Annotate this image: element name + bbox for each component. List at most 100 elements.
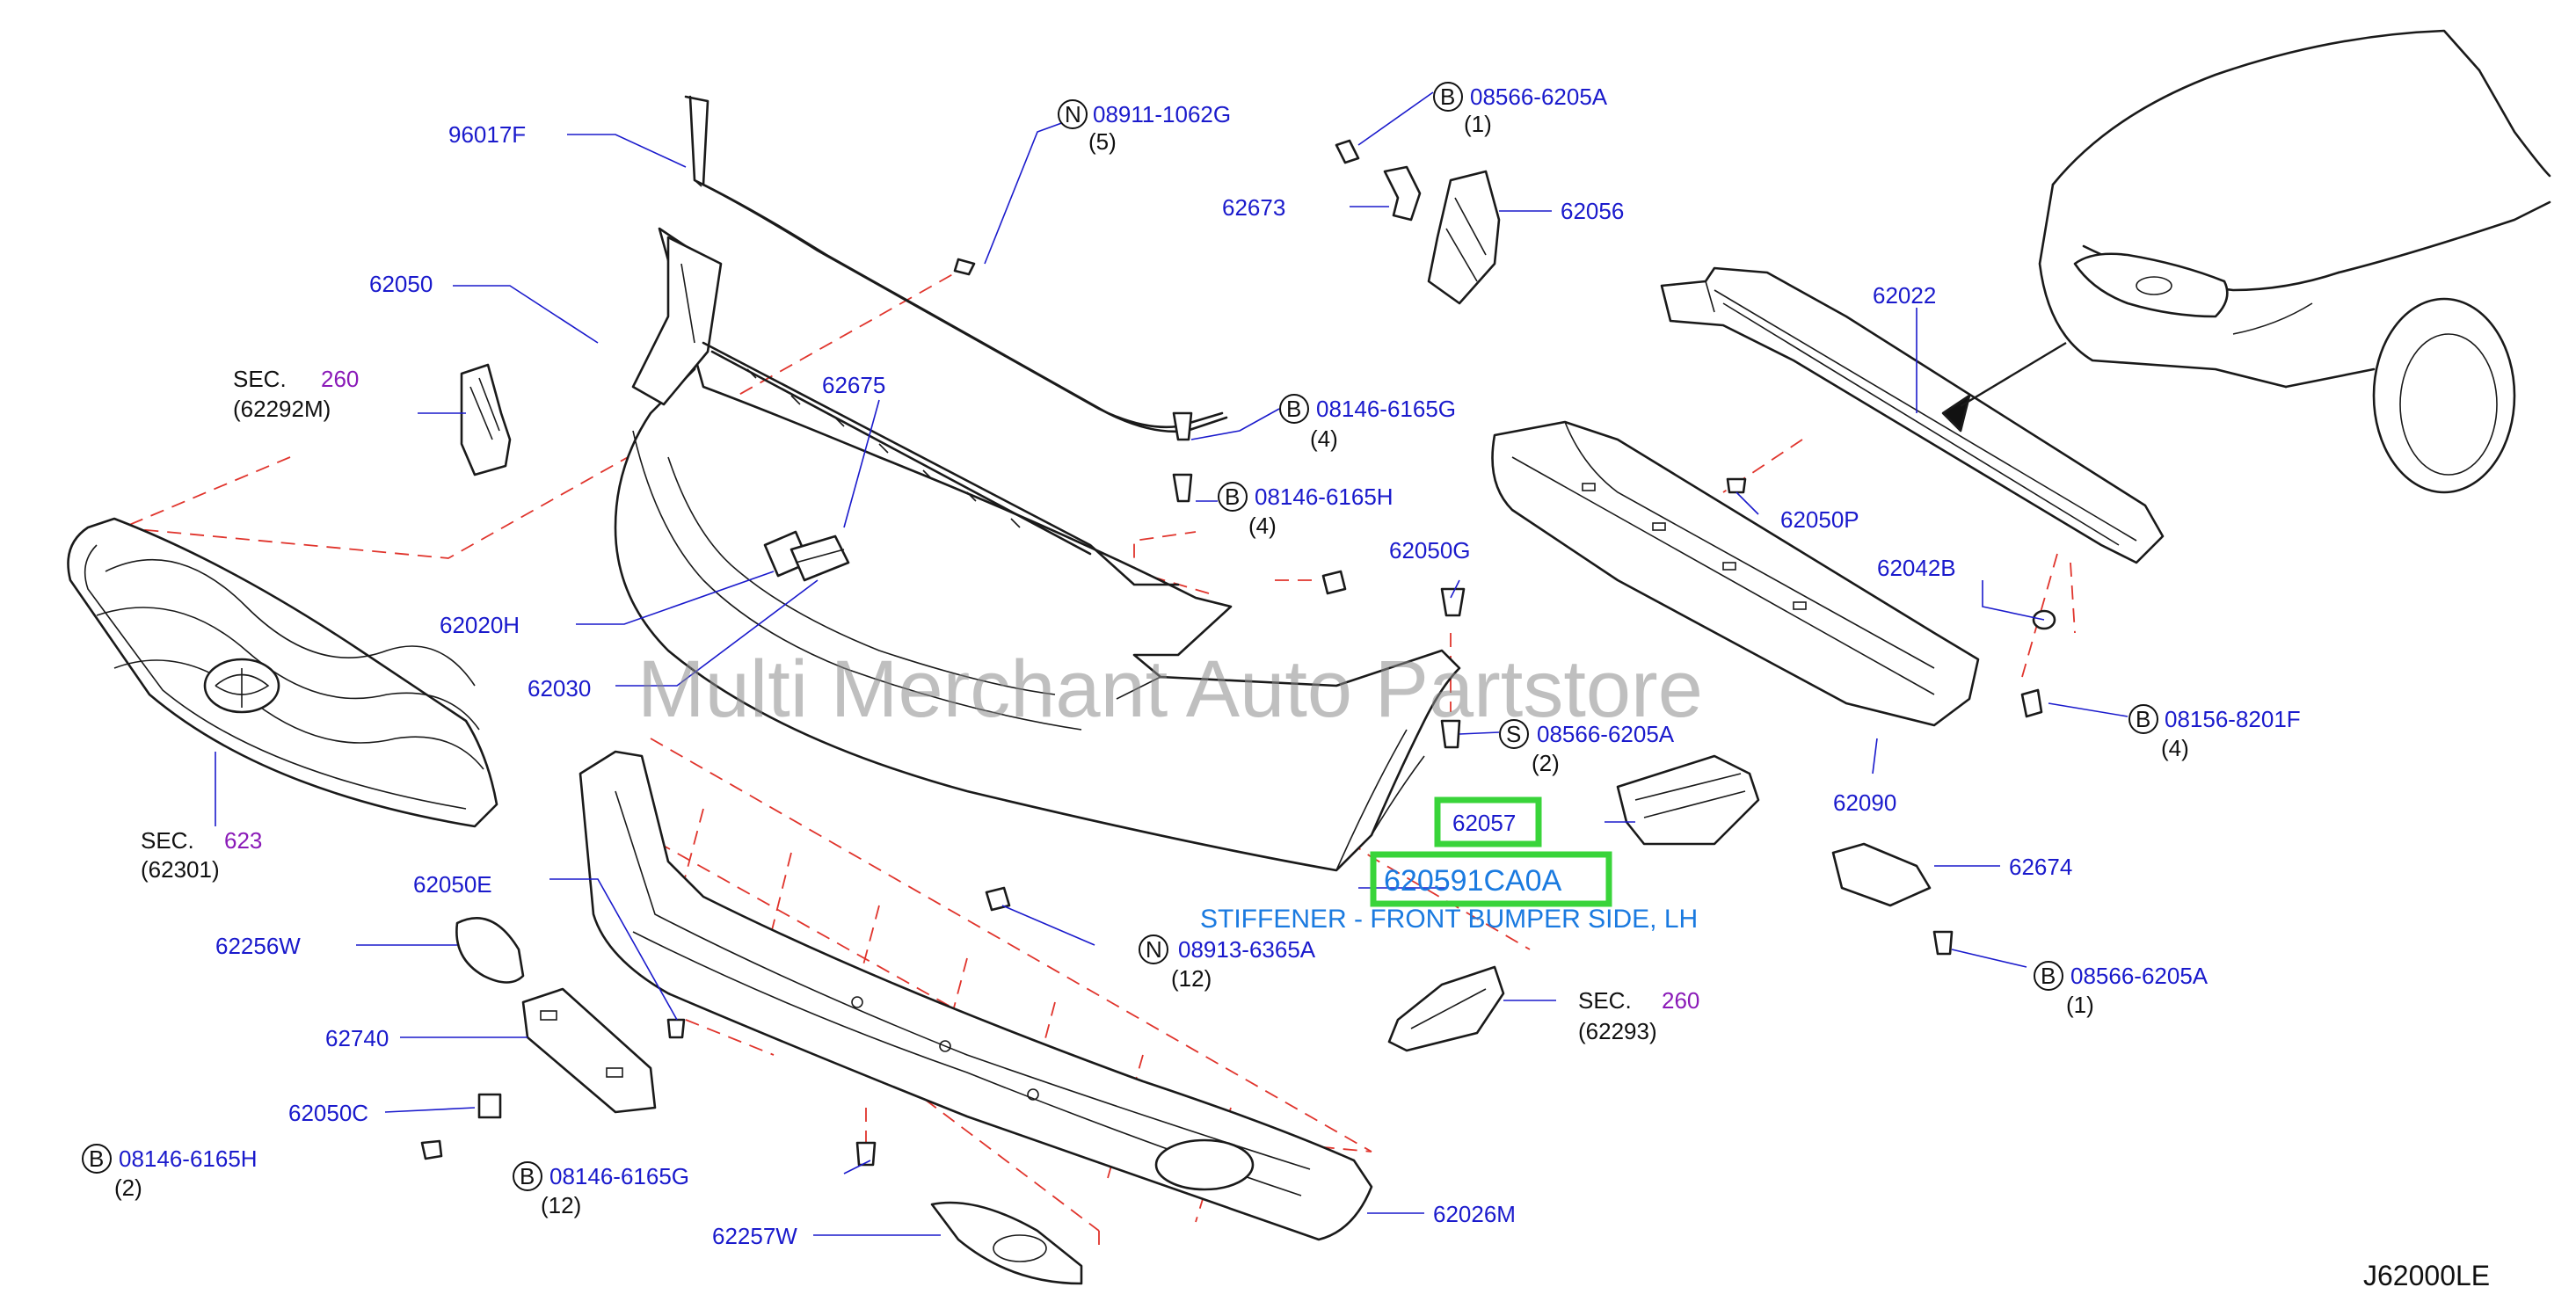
lower-fascia-62026M — [579, 750, 1373, 1241]
fastener-type: B — [520, 1163, 535, 1189]
label-62042B[interactable]: 62042B — [1877, 555, 1956, 581]
fastener-type-badge — [1218, 482, 1248, 512]
highlight-callout: 62057 620591CA0A STIFFENER - FRONT BUMPE… — [1200, 796, 1698, 934]
sec-number-3[interactable]: 260 — [1662, 987, 1699, 1014]
highlight-ref[interactable]: 62057 — [1452, 810, 1516, 836]
label-62050G[interactable]: 62050G — [1389, 537, 1471, 564]
fastener-type-badge — [1058, 99, 1088, 129]
label-96017F[interactable]: 96017F — [448, 121, 526, 148]
sec-prefix-1: SEC. — [233, 366, 287, 392]
fastener-type-badge — [1433, 82, 1463, 112]
fastener-part[interactable]: 08146-6165H — [1255, 484, 1394, 510]
sec-prefix-2: SEC. — [141, 827, 194, 854]
vehicle-reference — [1941, 29, 2551, 494]
fastener-qty: (1) — [1464, 111, 1492, 137]
part-highlight-box — [1370, 851, 1612, 907]
fastener-type: B — [2041, 963, 2056, 989]
fastener-type: B — [1286, 396, 1301, 422]
ref-highlight-box — [1434, 796, 1542, 847]
label-62674[interactable]: 62674 — [2009, 854, 2072, 880]
section-refs: SEC. 260 (62292M) SEC. 623 (62301) SEC. … — [141, 366, 1699, 1044]
sec-number-2[interactable]: 623 — [224, 827, 262, 854]
fastener-part[interactable]: 08146-6165G — [1316, 396, 1456, 422]
upper-rail-62675 — [702, 341, 1180, 586]
fastener-callouts: N 08911-1062G (5) B 08566-6205A (1) B 08… — [82, 82, 2301, 1218]
bumper-reinforcement-62022 — [1660, 266, 2165, 564]
fastener-part[interactable]: 08566-6205A — [2070, 963, 2209, 989]
top-molding-strip — [684, 95, 1228, 433]
fastener-type: N — [1146, 936, 1162, 963]
fastener-qty: (4) — [2161, 735, 2189, 761]
label-62675[interactable]: 62675 — [822, 372, 885, 398]
diagram-code: J62000LE — [2363, 1260, 2490, 1291]
fastener-qty: (4) — [1248, 513, 1277, 539]
fastener-qty: (1) — [2066, 992, 2094, 1018]
side-bracket-62292M — [460, 363, 512, 476]
fastener-type-badge — [82, 1144, 112, 1174]
bracket-62056 — [1427, 170, 1501, 305]
leader-lines — [215, 91, 2128, 1236]
label-62050C[interactable]: 62050C — [288, 1100, 368, 1126]
label-62020H[interactable]: 62020H — [440, 612, 520, 638]
fastener-type-badge — [2034, 961, 2063, 991]
fastener-type-badge — [1139, 934, 1168, 964]
absorber-62090 — [1491, 420, 1980, 727]
fastener-qty: (4) — [1310, 425, 1338, 452]
sec-prefix-3: SEC. — [1578, 987, 1632, 1014]
fastener-part[interactable]: 08156-8201F — [2165, 706, 2301, 732]
sec-ref-1: (62292M) — [233, 396, 331, 422]
fastener-part[interactable]: 08566-6205A — [1470, 84, 1608, 110]
label-62026M[interactable]: 62026M — [1433, 1201, 1516, 1227]
label-62056[interactable]: 62056 — [1561, 198, 1624, 224]
label-62257W[interactable]: 62257W — [712, 1223, 797, 1249]
label-62673[interactable]: 62673 — [1222, 194, 1285, 221]
label-62022[interactable]: 62022 — [1873, 282, 1936, 309]
label-62030[interactable]: 62030 — [528, 675, 591, 702]
fastener-part[interactable]: 08146-6165H — [119, 1145, 258, 1172]
grille-mount-62030 — [790, 535, 850, 582]
sec-ref-3: (62293) — [1578, 1018, 1657, 1044]
label-62740[interactable]: 62740 — [325, 1025, 389, 1051]
license-bracket-62740 — [521, 987, 657, 1114]
label-62050[interactable]: 62050 — [369, 271, 433, 297]
fastener-type: N — [1065, 101, 1081, 127]
fastener-part[interactable]: 08146-6165G — [549, 1163, 689, 1189]
fastener-qty: (2) — [1532, 750, 1560, 776]
clip-62050C — [477, 1093, 502, 1119]
fastener-type: S — [1506, 721, 1521, 747]
fastener-glyphs — [420, 139, 2056, 1167]
upper-retainer-62050 — [631, 236, 723, 406]
label-62050E[interactable]: 62050E — [413, 871, 492, 898]
sec-ref-2: (62301) — [141, 856, 220, 883]
fastener-type-badge — [1499, 719, 1529, 749]
highlight-description: STIFFENER - FRONT BUMPER SIDE, LH — [1200, 905, 1698, 934]
label-62050P[interactable]: 62050P — [1780, 506, 1859, 533]
fastener-qty: (12) — [1171, 965, 1212, 992]
label-62090[interactable]: 62090 — [1833, 789, 1896, 816]
side-bracket-62293 — [1387, 965, 1505, 1052]
bracket-62674 — [1831, 842, 1932, 907]
fog-cover-62257W — [930, 1201, 1083, 1285]
fastener-part[interactable]: 08911-1062G — [1093, 101, 1231, 127]
fastener-type-badge — [2128, 704, 2158, 734]
bumper-fascia — [614, 227, 1461, 872]
fastener-part[interactable]: 08913-6365A — [1178, 936, 1316, 963]
fastener-qty: (5) — [1088, 128, 1117, 155]
stiffener-62057 — [1616, 754, 1760, 846]
label-62256W[interactable]: 62256W — [215, 933, 301, 959]
part-labels: 96017F 62050 62675 62020H 62030 62673 62… — [215, 121, 2072, 1249]
sec-number-1[interactable]: 260 — [321, 366, 359, 392]
fastener-type-badge — [513, 1161, 542, 1191]
fastener-type-badge — [1279, 394, 1309, 424]
front-grille — [67, 517, 498, 828]
fastener-type: B — [1440, 84, 1455, 110]
highlight-part-number[interactable]: 620591CA0A — [1384, 864, 1562, 898]
watermark: Multi Merchant Auto Partstore — [637, 644, 1703, 734]
fog-bezel-62256W — [455, 917, 525, 984]
fastener-qty: (12) — [541, 1192, 581, 1218]
fastener-qty: (2) — [114, 1174, 142, 1201]
fastener-part[interactable]: 08566-6205A — [1537, 721, 1675, 747]
fastener-type: B — [1225, 484, 1240, 510]
